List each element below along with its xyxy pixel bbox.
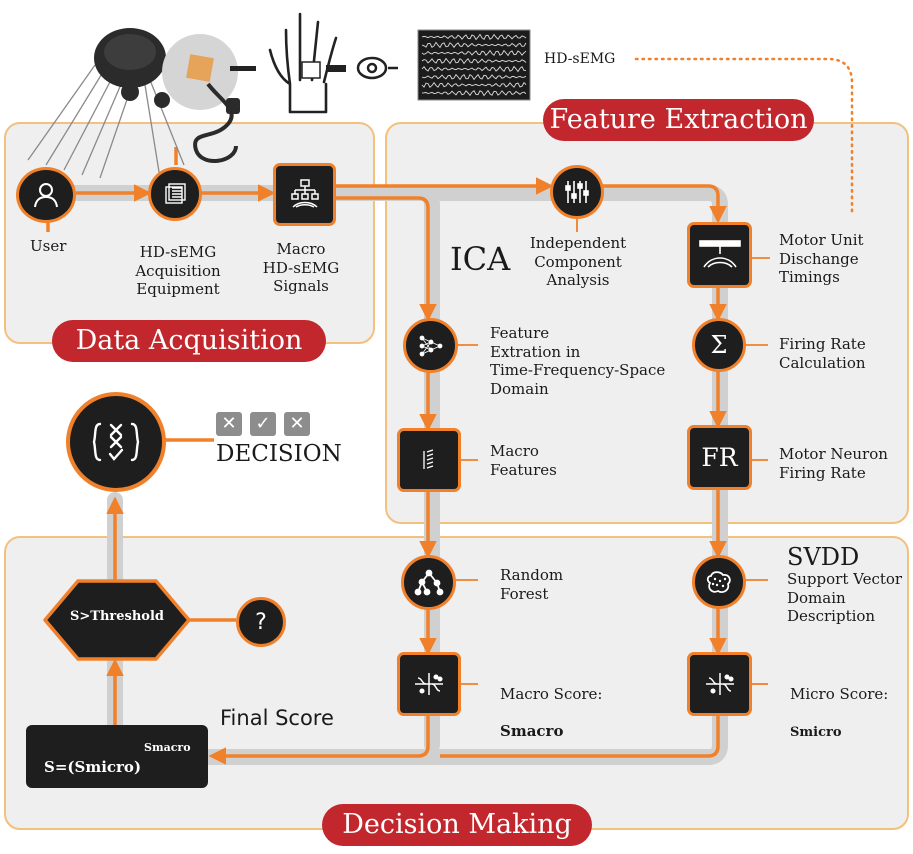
macro-score-symbol: Smacro bbox=[500, 721, 564, 740]
svdd-heading: SVDD bbox=[787, 543, 860, 571]
motor-unit-label: Motor Unit Dischange Timings bbox=[779, 231, 864, 286]
sliders-icon bbox=[565, 181, 589, 203]
decision-node[interactable] bbox=[66, 392, 166, 492]
micro-score-label: Micro Score: Smicro bbox=[790, 666, 888, 742]
unknown-node[interactable]: ? bbox=[236, 597, 286, 647]
connector-plug bbox=[154, 92, 170, 108]
user-node[interactable] bbox=[16, 167, 76, 223]
electrode-grid bbox=[186, 54, 214, 82]
score-plot-icon bbox=[705, 673, 734, 695]
domain-blob-icon bbox=[706, 571, 731, 593]
acquisition-equipment-label: HD-sEMG Acquisition Equipment bbox=[135, 243, 221, 298]
reject-badge-icon: ✕ bbox=[284, 412, 310, 436]
ica-heading: ICA bbox=[450, 240, 511, 278]
decision-matrix-icon bbox=[92, 422, 140, 462]
decision-badges: ✕ ✓ ✕ bbox=[216, 412, 310, 436]
emg-trace bbox=[421, 49, 527, 57]
final-score-label: Final Score bbox=[220, 706, 334, 730]
emg-trace bbox=[421, 81, 527, 89]
user-label: User bbox=[30, 237, 67, 255]
final-formula-box: Smacro S=(Smicro) bbox=[26, 725, 208, 788]
feature-extraction-pill: Feature Extraction bbox=[543, 99, 814, 141]
arrow-microscore-final bbox=[440, 716, 720, 758]
random-forest-label: Random Forest bbox=[500, 566, 564, 603]
decision-label: DECISION bbox=[216, 441, 342, 467]
arrow-signals-features bbox=[336, 196, 437, 322]
electrode-grid-icon bbox=[165, 183, 186, 204]
feature-extraction-node[interactable] bbox=[403, 318, 458, 373]
score-plot-icon bbox=[415, 673, 443, 695]
electrode-cables bbox=[27, 64, 185, 179]
decision-tree-icon bbox=[414, 569, 443, 595]
ica-label: Independent Component Analysis bbox=[529, 234, 627, 289]
svdd-node[interactable] bbox=[692, 555, 746, 609]
signal-tree-icon bbox=[290, 178, 319, 208]
emg-trace bbox=[421, 33, 527, 41]
macro-features-node[interactable] bbox=[397, 428, 461, 492]
emg-trace bbox=[421, 65, 527, 73]
hand-outline bbox=[268, 12, 338, 114]
connector-plug bbox=[121, 83, 139, 101]
micro-score-title: Micro Score: bbox=[790, 684, 889, 703]
fr-node[interactable]: FR bbox=[687, 425, 752, 490]
fr-symbol: FR bbox=[701, 443, 738, 472]
sigma-node[interactable]: Σ bbox=[692, 318, 746, 372]
decision-making-pill: Decision Making bbox=[322, 804, 592, 846]
spike-train-icon bbox=[698, 240, 741, 268]
threshold-node[interactable] bbox=[42, 578, 192, 662]
data-acquisition-panel bbox=[4, 122, 375, 344]
emg-trace bbox=[421, 89, 527, 97]
threshold-label: S>Threshold bbox=[70, 609, 164, 624]
arrow-macroscore-final bbox=[208, 716, 430, 765]
macro-signals-node[interactable] bbox=[273, 163, 336, 226]
formula-exponent: Smacro bbox=[144, 741, 191, 754]
user-icon bbox=[34, 183, 58, 208]
feature-bars-icon bbox=[423, 449, 434, 469]
feature-extraction-label: Feature Extration in Time-Frequency-Spac… bbox=[490, 324, 666, 398]
neural-net-icon bbox=[419, 335, 442, 356]
emg-trace bbox=[421, 73, 527, 81]
emg-trace bbox=[421, 41, 527, 49]
svdd-label: Support Vector Domain Description bbox=[787, 570, 903, 625]
hd-semg-signal-panel bbox=[417, 29, 531, 101]
macro-score-label: Macro Score: Smacro bbox=[500, 666, 602, 740]
acquisition-equipment-node[interactable] bbox=[148, 167, 202, 221]
hd-semg-label: HD-sEMG bbox=[544, 51, 616, 67]
acquisition-probe bbox=[356, 56, 398, 80]
macro-features-label: Macro Features bbox=[490, 442, 557, 479]
formula-main: S=(Smicro) bbox=[44, 758, 142, 776]
firing-rate-calc-label: Firing Rate Calculation bbox=[779, 335, 866, 372]
accept-badge-icon: ✓ bbox=[250, 412, 276, 436]
data-acquisition-pill: Data Acquisition bbox=[52, 320, 326, 362]
ica-node[interactable] bbox=[550, 165, 604, 219]
random-forest-node[interactable] bbox=[401, 555, 456, 610]
motor-neuron-label: Motor Neuron Firing Rate bbox=[779, 445, 888, 482]
reject-badge-icon: ✕ bbox=[216, 412, 242, 436]
electrode-on-forearm bbox=[301, 61, 321, 79]
sigma-symbol: Σ bbox=[710, 331, 728, 359]
motor-unit-node[interactable] bbox=[687, 222, 752, 288]
link-bar bbox=[230, 66, 256, 71]
arrow-ica-motor bbox=[603, 184, 727, 224]
unknown-symbol: ? bbox=[255, 609, 267, 635]
micro-score-node[interactable] bbox=[687, 652, 752, 716]
macro-signals-label: Macro HD-sEMG Signals bbox=[262, 240, 340, 295]
micro-score-symbol: Smicro bbox=[790, 724, 842, 740]
macro-score-node[interactable] bbox=[397, 652, 461, 716]
macro-score-title: Macro Score: bbox=[500, 684, 603, 703]
emg-trace bbox=[421, 57, 527, 65]
